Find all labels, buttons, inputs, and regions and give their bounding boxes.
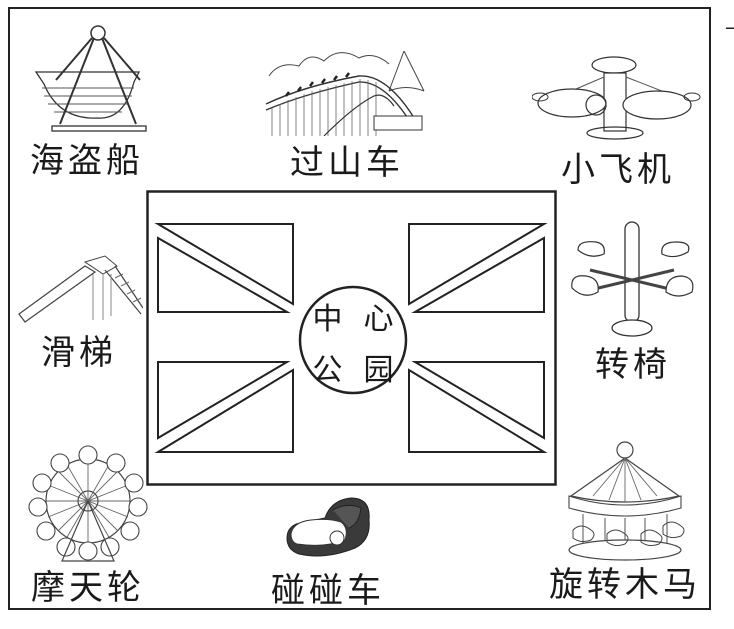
- spinning-chair-icon: [571, 221, 694, 337]
- attraction-slide: 滑梯: [14, 252, 144, 370]
- bumper-car-icon: [286, 497, 370, 557]
- ferris-wheel-icon: [28, 445, 148, 562]
- attraction-roller-coaster: 过山车: [262, 36, 432, 180]
- center-char-4: 园: [363, 352, 394, 388]
- attraction-label: 摩天轮: [31, 568, 145, 608]
- attraction-carousel: 旋转木马: [540, 438, 710, 602]
- attraction-ferris-wheel: 摩天轮: [18, 445, 158, 605]
- attraction-label: 过山车: [290, 143, 404, 183]
- attraction-bumper-cars: 碰碰车: [258, 494, 398, 608]
- pirate-ship-icon: [34, 25, 147, 132]
- center-char-1: 中: [312, 301, 343, 337]
- roller-coaster-icon: [265, 50, 425, 136]
- small-plane-ride-icon: [532, 56, 701, 140]
- attraction-label: 转椅: [595, 345, 671, 385]
- attraction-label: 海盗船: [30, 141, 144, 181]
- central-park-map: [146, 190, 557, 486]
- attraction-small-planes: 小飞机: [528, 55, 708, 187]
- map-frame: [8, 7, 711, 610]
- slide-icon: [18, 255, 143, 323]
- attraction-pirate-ship: 海盗船: [22, 20, 152, 178]
- central-park-label: 中 心 公 园: [302, 290, 404, 392]
- carousel-icon: [568, 441, 685, 561]
- center-char-3: 公: [312, 352, 343, 388]
- cropped-text-fragment: ㄱ: [722, 22, 734, 47]
- attraction-label: 小飞机: [561, 150, 675, 190]
- attraction-label: 碰碰车: [271, 571, 385, 611]
- attraction-label: 滑梯: [41, 333, 117, 373]
- center-char-2: 心: [363, 301, 394, 337]
- attraction-label: 旋转木马: [549, 565, 701, 605]
- attraction-spinning-chairs: 转椅: [568, 220, 698, 382]
